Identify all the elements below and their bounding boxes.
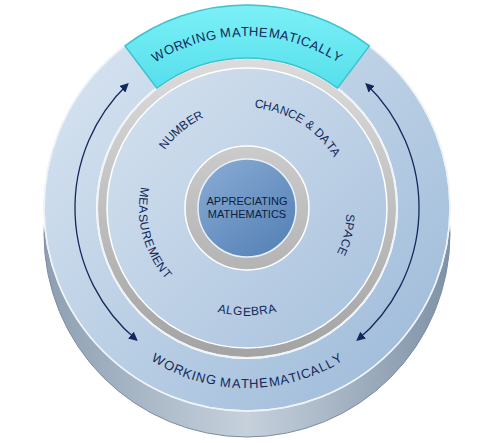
strand-ring-label: NUMBER (156, 107, 206, 152)
text-glyph: A (231, 376, 241, 392)
text-glyph: T (241, 376, 249, 392)
text-glyph: M (136, 186, 152, 198)
core-circle-label: APPRECIATING MATHEMATICS (201, 195, 293, 220)
text-glyph: E (259, 375, 269, 391)
outer-ring: WORKING MATHEMATICALLYAPPRECIATING MATHE… (44, 5, 450, 411)
text-glyph: A (136, 205, 151, 213)
text-glyph: A (231, 24, 241, 40)
text-glyph: T (241, 24, 249, 40)
text-glyph: H (249, 376, 259, 392)
core-circle-shape (198, 159, 296, 257)
outer-ring-shape (44, 5, 450, 411)
core-circle: APPRECIATING MATHEMATICS (198, 159, 296, 257)
text-glyph: E (136, 197, 151, 206)
highlight-band-label: WORKING MATHEMATICALLY (149, 24, 344, 66)
text-glyph: M (219, 25, 232, 42)
strand-ring-label: MEASUREMENT (136, 186, 175, 282)
strand-ring-shape (107, 68, 387, 348)
strand-ring: APPRECIATING MATHEMATICS NUMBER CHANCE & D… (107, 68, 387, 348)
text-glyph: H (249, 24, 259, 40)
strand-ring-label: SPACE (334, 214, 359, 258)
outer-ring-label: WORKING MATHEMATICALLY (149, 350, 344, 392)
ring-wall (97, 58, 397, 358)
text-glyph: G (232, 304, 243, 319)
text-glyph: G (204, 371, 217, 388)
text-glyph: E (243, 305, 251, 319)
text-glyph: M (219, 374, 232, 391)
text-glyph: E (259, 25, 269, 41)
strand-ring-label: ALGEBRA (216, 301, 277, 319)
outer-ring-face (44, 5, 450, 411)
strand-ring-label: CHANCE & DATA (254, 97, 343, 160)
